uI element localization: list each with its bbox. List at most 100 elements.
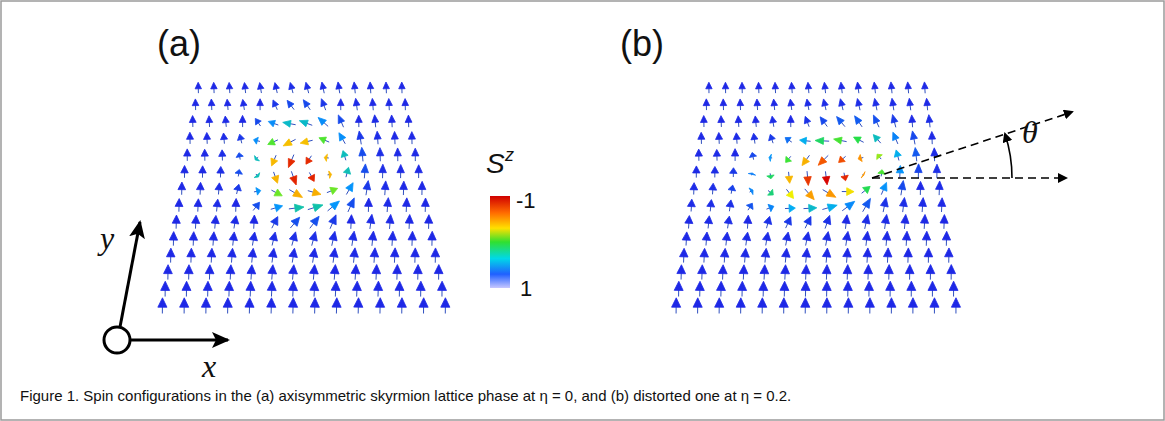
spin-arrow — [911, 131, 918, 140]
spin-arrow — [682, 232, 690, 240]
spin-arrow — [219, 150, 226, 157]
spin-arrow — [310, 216, 319, 226]
spin-arrow — [822, 265, 831, 274]
spin-arrow — [822, 99, 828, 106]
spin-arrow — [367, 82, 373, 89]
spin-arrow — [235, 169, 242, 174]
spin-arrow — [367, 214, 375, 223]
spin-arrow — [271, 158, 278, 166]
spin-arrow — [893, 132, 899, 140]
spin-arrow — [208, 99, 215, 106]
spin-arrow — [827, 204, 837, 212]
spin-arrow — [891, 115, 898, 124]
spin-arrow — [226, 265, 235, 274]
spin-arrow — [888, 82, 894, 89]
spin-arrow — [250, 215, 258, 223]
spin-arrow — [905, 265, 914, 274]
spin-arrow — [788, 99, 795, 106]
spin-arrow — [779, 298, 788, 307]
spin-arrow — [180, 298, 189, 307]
spin-arrow — [920, 214, 928, 223]
spin-arrow — [268, 120, 275, 126]
spin-arrow — [347, 198, 354, 208]
spin-arrow — [225, 281, 234, 290]
spin-arrow — [339, 133, 346, 141]
spin-arrow — [240, 99, 247, 106]
spin-arrow — [353, 98, 360, 106]
spin-arrow — [804, 177, 811, 186]
spin-arrow — [416, 281, 425, 290]
spin-arrow — [310, 298, 319, 308]
spin-arrow — [752, 116, 759, 123]
spin-arrow — [880, 197, 888, 207]
spin-arrow — [804, 116, 810, 123]
spin-arrow — [913, 148, 920, 157]
spin-arrow — [756, 82, 762, 89]
spin-arrow — [854, 137, 862, 143]
spin-arrow — [786, 191, 793, 199]
spin-arrow — [890, 98, 897, 106]
spin-arrow — [438, 281, 447, 290]
spin-arrow — [412, 148, 419, 156]
spin-arrow — [253, 202, 260, 209]
spin-arrow — [184, 265, 193, 274]
spin-arrow — [759, 281, 768, 290]
spin-arrow — [331, 281, 340, 290]
spin-arrow — [418, 181, 426, 189]
spin-arrow — [700, 248, 708, 257]
spin-arrow — [221, 133, 228, 140]
spin-arrow — [907, 98, 914, 106]
spin-arrow — [800, 137, 807, 144]
spin-arrow — [822, 176, 829, 185]
spin-arrow — [246, 281, 255, 290]
spin-arrow — [310, 281, 319, 290]
spin-arrow — [386, 214, 394, 223]
spin-arrow — [783, 232, 791, 241]
spin-arrow — [372, 115, 379, 123]
spin-arrow — [377, 148, 384, 156]
spin-arrow — [300, 138, 308, 145]
spin-arrow — [882, 231, 890, 240]
spin-arrow — [730, 168, 737, 174]
axis-label: x — [202, 350, 216, 382]
spin-arrow — [313, 204, 323, 212]
spin-arrow — [940, 215, 948, 224]
spin-arrow — [254, 137, 259, 144]
spin-arrow — [856, 99, 862, 107]
spin-arrow — [374, 281, 383, 290]
spin-arrow — [351, 265, 360, 274]
spin-arrow — [205, 265, 214, 274]
spin-arrow — [195, 82, 201, 89]
spin-arrow — [902, 231, 910, 240]
spin-arrow — [271, 217, 278, 226]
spin-arrow — [685, 216, 693, 224]
spin-arrow — [924, 248, 933, 257]
spin-arrow — [769, 154, 771, 161]
spin-arrow — [802, 248, 810, 257]
spin-arrow — [885, 265, 894, 274]
spin-arrow — [806, 191, 815, 200]
spin-arrow — [330, 201, 340, 210]
spin-arrow — [349, 231, 357, 240]
spin-arrow — [758, 298, 767, 307]
spin-arrow — [196, 182, 204, 190]
spin-arrow — [299, 120, 308, 126]
spin-arrow — [722, 82, 728, 89]
spin-lattice-a — [158, 82, 450, 314]
spin-arrow — [352, 281, 361, 290]
spin-arrow — [695, 281, 704, 290]
spin-arrow — [395, 281, 404, 290]
spin-arrow — [330, 265, 339, 274]
spin-arrow — [931, 148, 938, 156]
spin-arrow — [744, 215, 752, 223]
spin-arrow — [780, 281, 789, 290]
spin-arrow — [381, 181, 389, 190]
spin-arrow — [741, 248, 749, 257]
spin-arrow — [209, 232, 217, 241]
figure-caption: Figure 1. Spin configurations in the (a)… — [20, 388, 1140, 403]
spin-arrow — [267, 298, 276, 308]
spin-arrow — [945, 248, 954, 257]
spin-arrow — [226, 82, 232, 89]
